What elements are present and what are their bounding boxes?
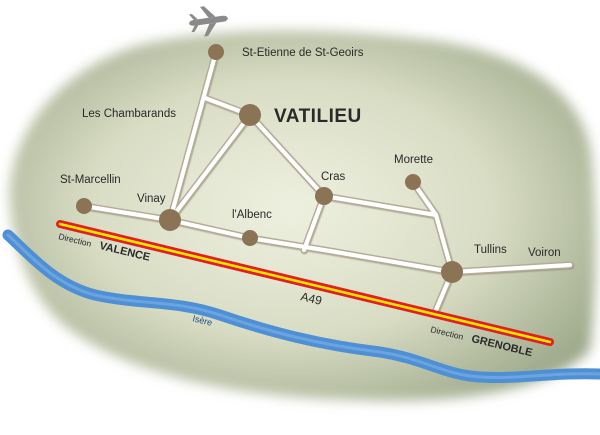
label-morette: Morette — [394, 154, 433, 166]
label-voiron: Voiron — [528, 247, 561, 259]
road-network — [80, 48, 574, 314]
label-vinay: Vinay — [137, 193, 166, 205]
label-les-chambarands: Les Chambarands — [82, 108, 176, 120]
town-albenc-marker — [242, 230, 258, 246]
airplane-icon — [188, 6, 228, 37]
town-st-marcellin-marker — [76, 198, 92, 214]
label-st-etienne: St-Etienne de St-Geoirs — [242, 47, 364, 59]
label-tullins: Tullins — [474, 244, 507, 256]
label-cras: Cras — [321, 171, 346, 183]
town-cras-marker — [315, 187, 333, 205]
label-albenc: l'Albenc — [232, 209, 272, 221]
label-highway-a49: A49 — [299, 289, 323, 308]
label-st-marcellin: St-Marcellin — [60, 174, 121, 186]
label-river-isere: Isère — [192, 313, 214, 328]
town-vinay-marker — [159, 209, 181, 231]
town-st-etienne-marker — [208, 44, 224, 60]
label-vatilieu: VATILIEU — [274, 106, 362, 127]
town-tullins-marker — [441, 261, 463, 283]
highway-a49 — [56, 220, 554, 346]
town-vatilieu-marker — [239, 104, 261, 126]
town-morette-marker — [405, 174, 421, 190]
